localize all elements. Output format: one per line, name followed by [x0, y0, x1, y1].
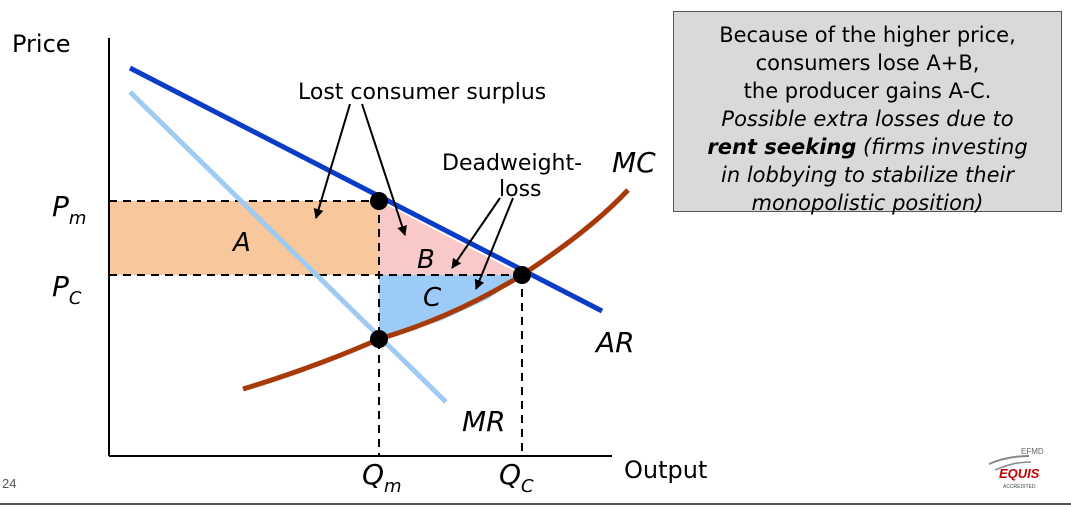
- rent-seeking-term: rent seeking: [707, 135, 857, 159]
- mr-label: MR: [462, 405, 506, 438]
- area-b: [379, 201, 522, 275]
- competitive-point: [513, 266, 531, 284]
- arrow-cs-to-b: [361, 103, 407, 236]
- svg-text:EFMD: EFMD: [1021, 447, 1044, 456]
- arrow-dwl-to-c: [474, 197, 514, 290]
- note-line-1: Because of the higher price,: [719, 23, 1016, 47]
- area-c: [379, 275, 522, 339]
- lost-consumer-surplus-label: Lost consumer surplus: [298, 80, 546, 105]
- mc-label: MC: [612, 146, 656, 179]
- slide-number: 24: [2, 476, 17, 491]
- note-line-2: consumers lose A+B,: [755, 51, 980, 75]
- svg-text:ACCREDITED: ACCREDITED: [1003, 484, 1036, 490]
- qc-label: QC: [499, 458, 534, 497]
- mc-at-qm-point: [370, 330, 388, 348]
- note-line-6: in lobbying to stabilize their: [721, 163, 1014, 187]
- note-line-5: rent seeking (firms investing: [674, 133, 1061, 161]
- area-b-label: B: [417, 245, 435, 275]
- qm-label: Qm: [362, 458, 402, 497]
- note-line-5-rest: (firms investing: [856, 135, 1028, 159]
- y-axis-label: Price: [12, 30, 71, 58]
- deadweight-loss-label-line1: Deadweight-: [442, 151, 582, 176]
- svg-text:EQUIS: EQUIS: [999, 466, 1040, 481]
- mc-curve: [242, 188, 630, 392]
- x-axis-label: Output: [624, 456, 707, 484]
- bottom-rule: [0, 503, 1071, 505]
- ar-label: AR: [594, 326, 635, 359]
- arrow-cs-to-a: [313, 103, 351, 219]
- deadweight-loss-label-line2: loss: [499, 177, 542, 202]
- area-a-label: A: [231, 228, 251, 258]
- note-line-3: the producer gains A-C.: [743, 79, 992, 103]
- monopoly-point: [370, 192, 388, 210]
- arrow-dwl-to-b: [451, 197, 501, 269]
- area-a: [109, 201, 379, 275]
- pc-label: PC: [52, 270, 82, 309]
- equis-logo: EFMD EQUIS ACCREDITED: [988, 447, 1044, 490]
- mr-curve: [128, 90, 448, 404]
- note-line-7: monopolistic position): [751, 191, 984, 215]
- note-line-4: Possible extra losses due to: [721, 107, 1014, 131]
- area-c-label: C: [423, 283, 442, 313]
- explanation-box: Because of the higher price, consumers l…: [673, 11, 1062, 215]
- pm-label: Pm: [52, 190, 86, 229]
